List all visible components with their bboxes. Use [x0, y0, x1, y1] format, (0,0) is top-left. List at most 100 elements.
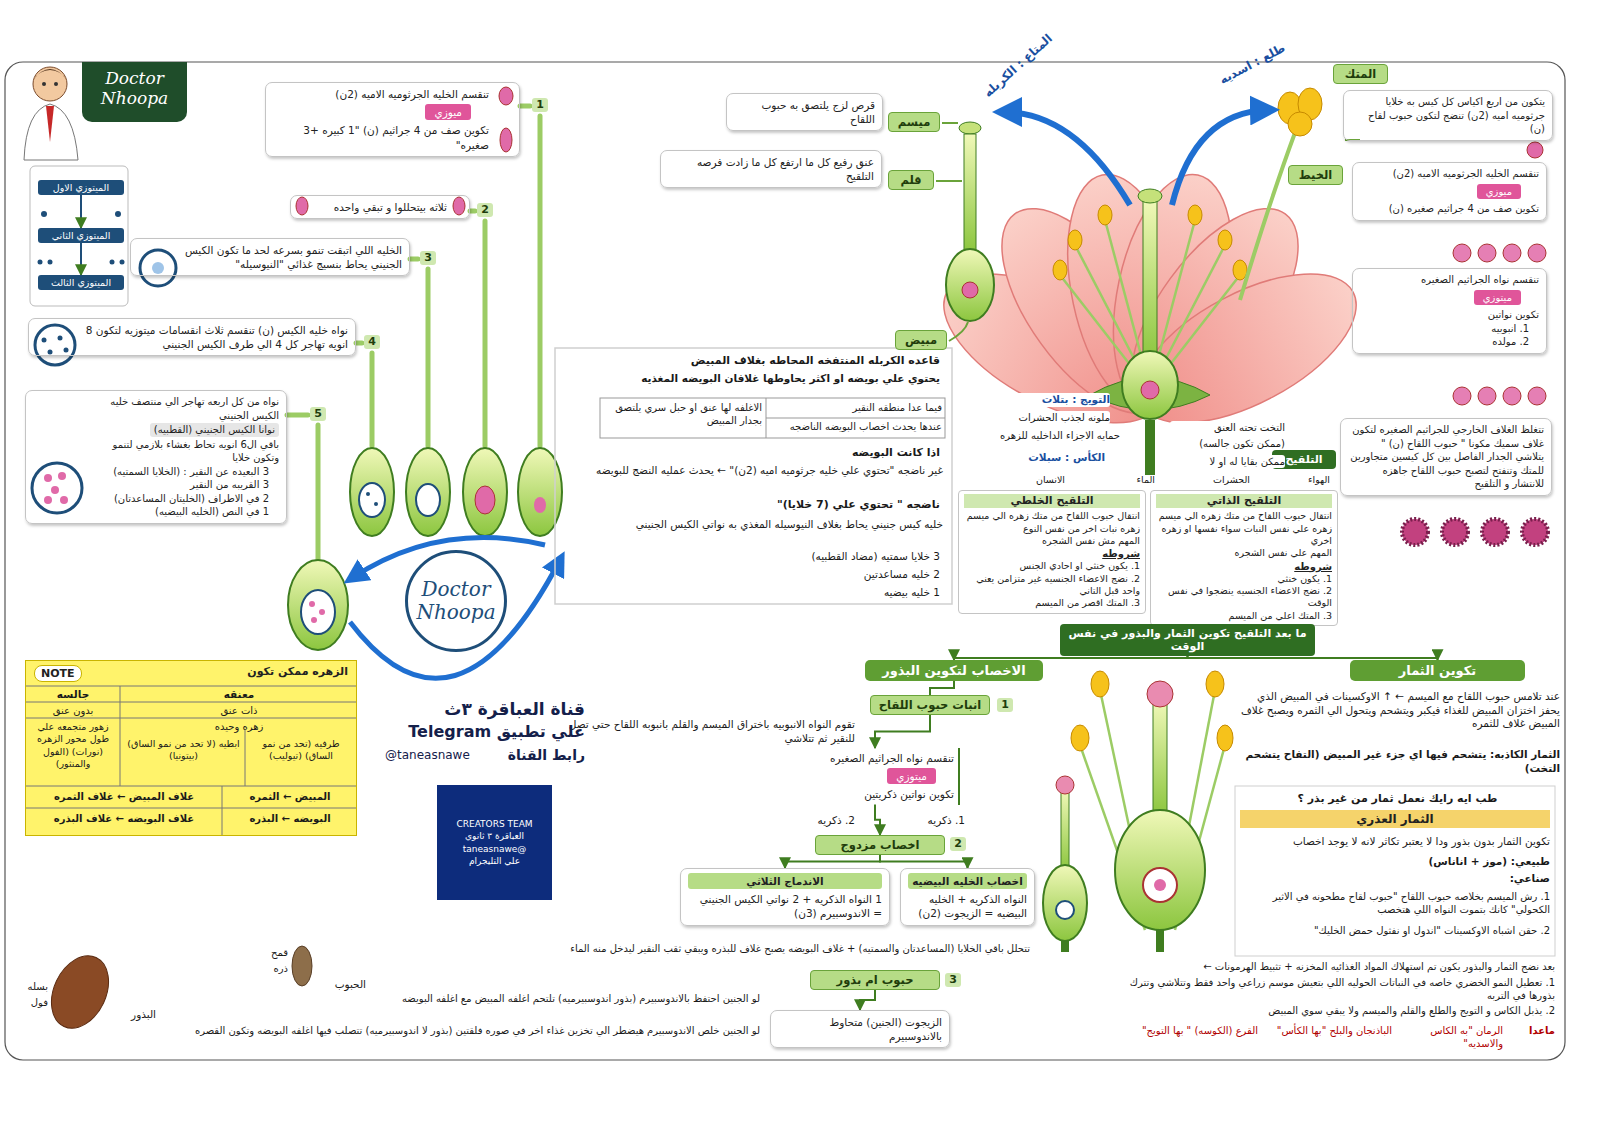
- node-text: تنقسم نواه الجراثيم الصغيره: [794, 751, 954, 765]
- node-text: اخصاب الخليه البيضيه: [908, 873, 1027, 889]
- text-label: تتحلل باقي الخلايا (المساعدتان والسمتيه)…: [470, 942, 1030, 955]
- text-label: ناضجه " تحتوي علي (7 خلايا)": [700, 498, 940, 512]
- text-label: الباذنجان والبلح "بها الكأس": [1260, 1024, 1392, 1037]
- node-text: الاندماج الثلاثي: [688, 873, 882, 889]
- node-text: 2. نضج الاعضاء الجنسيه ينضجوا في نفس الو…: [1156, 585, 1332, 610]
- node-text: الميتوزي الثاني: [41, 230, 121, 241]
- node-text: التلقيح الذاتي: [1156, 494, 1332, 508]
- text-label: فيما عدا منطقه النقير: [770, 401, 942, 414]
- node-text: تكوين الثمار: [1356, 663, 1519, 678]
- node-text: الزهره ممكن تكون: [247, 665, 348, 678]
- node-text: نوانا الكيس الجنيني (القطبيه): [150, 423, 279, 437]
- part-tag: مبيض: [895, 330, 947, 350]
- node-text: انتقال حبوب اللقاح من متك زهره الي ميسم …: [1156, 510, 1332, 547]
- node-text: Nhoopa: [88, 88, 181, 108]
- text-label: تكوين الثمار بدون بذور ودا لا يعتبر تكاث…: [1245, 835, 1550, 849]
- text-label: 3 خلايا سمتيه (مضاد القطبيه): [700, 550, 940, 564]
- node-text: التلقيح: [1278, 453, 1330, 466]
- node-text: تنقسم الخليه الجرثوميه الاميه (2ن): [273, 87, 489, 101]
- channel-logo: CREATORS TEAMالعباقرة ٣ ثانوي@taneasnawe…: [437, 785, 552, 900]
- text-label: جالسه: [28, 688, 118, 702]
- node-text: انتقال حبوب اللقاح من متك زهره الي ميسم …: [964, 510, 1140, 535]
- part-tag: قلم: [888, 170, 934, 190]
- text-label: اذا كانت البويضه: [740, 446, 940, 460]
- part-tag: ميسم: [888, 112, 940, 132]
- text-label: قناة العباقرة ٣ث: [395, 698, 585, 720]
- stage-box: الميتوزي الثالث: [38, 275, 124, 290]
- node-text: نواه خليه الكيس (ن) تنقسم ثلاث انقسامات …: [84, 323, 348, 351]
- connector: [80, 195, 82, 228]
- node-text: قرص لزج يلتصق به حبوب اللقاح: [734, 98, 875, 126]
- text-label: (ممكن تكون جالسه): [1170, 437, 1285, 450]
- connector: [785, 855, 880, 868]
- info-box: عنق رفيع كل ما ارتفع كل ما زادت فرصه الت…: [660, 150, 882, 188]
- node-text: 2. مولده: [1360, 335, 1539, 349]
- section-tag: ما بعد التلقيح تكوين الثمار والبذور في ن…: [1060, 624, 1315, 656]
- callout-number: 3: [420, 251, 436, 265]
- stage-box: الميتوزي الثاني: [38, 228, 124, 243]
- text-label: البذور: [108, 1008, 156, 1022]
- text-label: 1. تعطيل النمو الخضري خاصه في النباتات ا…: [1110, 976, 1555, 1002]
- text-label: بعد نضج الثمار والبذور يكون تم استهلاك ا…: [1110, 960, 1555, 973]
- node-text: العباقرة ٣ ثانوي: [465, 830, 524, 842]
- process-box: تنقسم الخليه الجرثوميه الاميه (2ن)ميوزيت…: [1352, 162, 1547, 221]
- process-box: نواه خليه الكيس (ن) تنقسم ثلاث انقسامات …: [28, 318, 356, 356]
- text-label: الحشرات: [1195, 474, 1250, 486]
- callout-number: 4: [364, 335, 380, 349]
- text-label: لو الجنين احتفظ بالاندوسبيرم (بذور اندوس…: [360, 992, 760, 1005]
- text-label: التخت تحته العنق: [1170, 421, 1285, 434]
- node-text: 2. نضج الاعضاء الجنسيه غير متزامن يعني و…: [964, 573, 1140, 598]
- text-label: لو الجنين خلص الاندوسبيرم هيضطر الي تخزي…: [150, 1024, 760, 1037]
- text-label: قمح: [258, 946, 288, 959]
- text-label: 2. ذكريه: [795, 814, 855, 828]
- callout-number: 5: [310, 407, 326, 421]
- text-label: 1 خليه بيضيه: [700, 586, 940, 600]
- node-text: 1 في النص (الخليه البيضيه): [91, 505, 279, 519]
- section-header: تكوين الثمار: [1350, 660, 1525, 681]
- node-text: مبيض: [901, 333, 941, 347]
- node-text: 3. المتك اقصر من الميسم: [964, 597, 1140, 609]
- process-box: تتغلظ الغلاف الخارجي للجراثيم الصغيره لت…: [1340, 418, 1552, 496]
- text-label: 1. ذكريه: [905, 814, 965, 828]
- text-label: @taneasnawe: [385, 748, 490, 764]
- node-text: 1. يكون خنثي او احادي الجنس: [964, 560, 1140, 572]
- node-text: @taneasnawe: [463, 843, 527, 855]
- pollination-box: التلقيح الخلطيانتقال حبوب اللقاح من متك …: [958, 490, 1146, 614]
- text-label: 2 خليه مساعدتين: [700, 568, 940, 582]
- node-text: الزيجوت (الجنين) متحاوط بالاندوسبيرم: [778, 1015, 942, 1043]
- part-tag: المتك: [1333, 64, 1388, 84]
- node-text: شروطه: [1156, 560, 1332, 573]
- text-label: فول: [10, 996, 48, 1009]
- node-text: شروطه: [964, 547, 1140, 560]
- process-box: تنقسم نواه الجراثيم الصغيرهميتوزيتكوين ن…: [790, 748, 960, 805]
- node-text: 1. يكون خنثي: [1156, 573, 1332, 585]
- connector: [930, 681, 954, 695]
- text-label: ممكن بقايا له او لا: [1170, 455, 1285, 468]
- node-text: ما بعد التلقيح تكوين الثمار والبذور في ن…: [1066, 627, 1309, 653]
- node-text: NOTE: [34, 665, 82, 682]
- node-text: يتلاشي الجدار الفاصل بين كل كيسين متجاور…: [1348, 450, 1544, 491]
- node-text: الميتوزي الثالث: [41, 277, 121, 288]
- logo-badge: DoctorNhoopa: [82, 62, 187, 122]
- node-text: يتكون من اربع اكياس كل كيس به خلايا جرثو…: [1351, 95, 1545, 136]
- text-label: الماء: [1110, 474, 1155, 486]
- node-text: الخليه اللي اتبقت تنمو بسرعه لحد ما تكون…: [183, 243, 402, 271]
- node-text: تكوين نواتين: [1360, 308, 1539, 322]
- text-label: زهره وحيده: [124, 720, 354, 733]
- text-label: غلاف المبيض ← غلاف الثمره: [28, 790, 220, 803]
- info-box: قرص لزج يلتصق به حبوب اللقاح: [726, 93, 883, 131]
- node-text: الثمار العذري: [1246, 812, 1544, 826]
- callout-number: 3: [945, 973, 961, 987]
- node-text: المتك: [1339, 67, 1382, 81]
- node-text: ميسم: [894, 115, 934, 129]
- node-text: النواه الذكريه + الخليه البيضيه = الزيجو…: [908, 892, 1027, 920]
- text-label: الرمان "به الكاس والاسديه": [1395, 1024, 1503, 1050]
- node-text: 3 القريبه من النقير: [91, 478, 279, 492]
- fertilization-box: اخصاب الخليه البيضيه النواه الذكريه + الخ…: [900, 868, 1035, 926]
- node-text: علي التليجرام: [469, 855, 520, 867]
- node-text: تكوين صف من 4 جراثيم (ن) "1 كبيره +3 صغي…: [273, 123, 489, 151]
- callout-number: 2: [477, 203, 493, 217]
- node-text: اخصاب مزدوج: [821, 838, 939, 852]
- text-label: الكأس : سبلات: [985, 451, 1105, 465]
